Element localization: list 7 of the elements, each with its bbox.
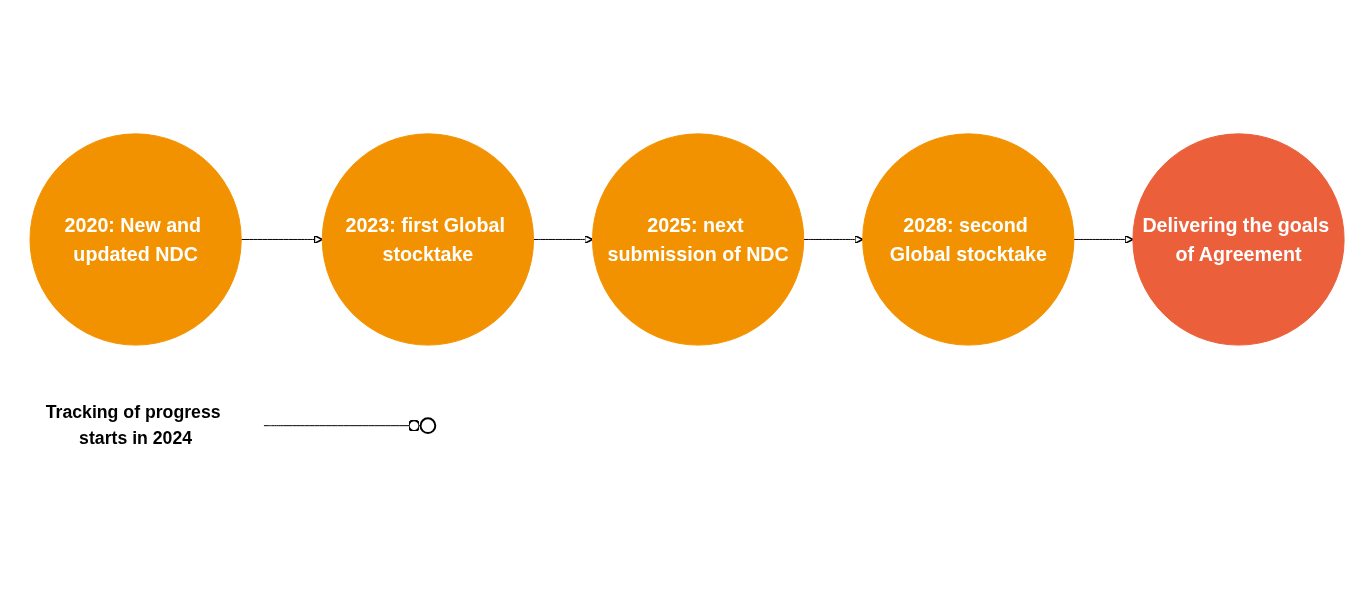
node-circle: Delivering the goals of Agreement <box>1132 132 1345 346</box>
node-circle <box>419 416 437 434</box>
node-text: Tracking of progress starts in 2024 <box>45 401 221 448</box>
node-circle: 2028: second Global stocktake <box>862 132 1075 346</box>
node-circle: 2023: first Global stocktake <box>321 132 534 346</box>
node-circle: 2025: next submission of NDC <box>592 132 805 346</box>
node-circle: 2020: New and updated NDC <box>29 132 242 346</box>
